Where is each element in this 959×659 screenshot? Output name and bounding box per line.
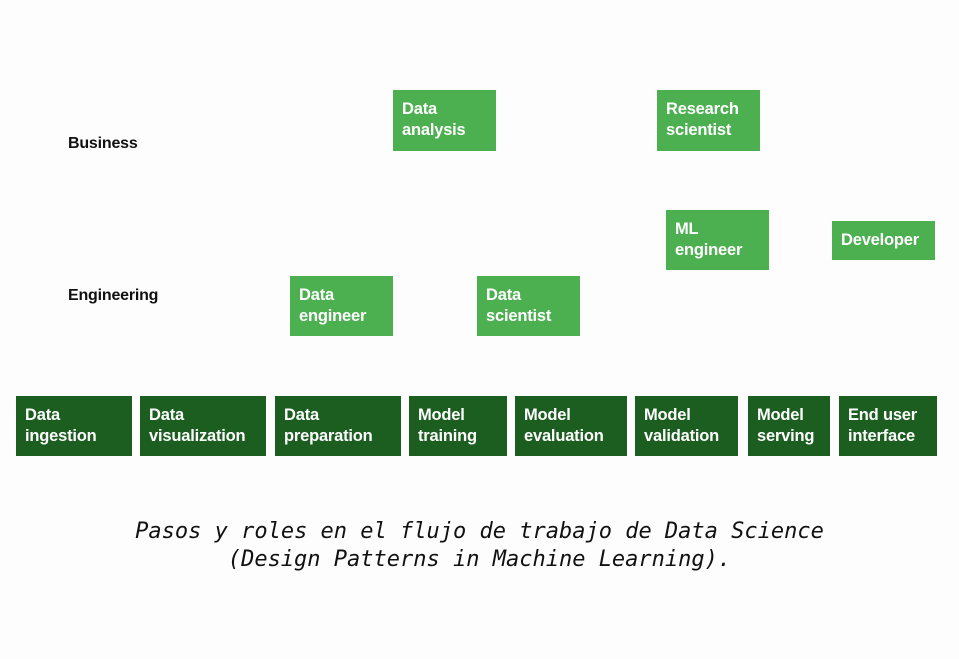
step-data-visualization: Data visualization [140,396,266,456]
caption-line-1: Pasos y roles en el flujo de trabajo de … [135,519,824,544]
step-data-ingestion: Data ingestion [16,396,132,456]
role-ml-engineer: ML engineer [666,210,769,270]
step-model-serving: Model serving [748,396,830,456]
role-research-scientist: Research scientist [657,90,760,151]
role-data-scientist: Data scientist [477,276,580,336]
step-end-user-interface: End user interface [839,396,937,456]
step-model-training: Model training [409,396,507,456]
role-data-engineer: Data engineer [290,276,393,336]
step-data-preparation: Data preparation [275,396,401,456]
figure-caption: Pasos y roles en el flujo de trabajo de … [0,518,959,574]
caption-line-2: (Design Patterns in Machine Learning). [227,547,732,572]
role-data-analysis: Data analysis [393,90,496,151]
row-label-business: Business [68,135,138,152]
step-model-validation: Model validation [635,396,738,456]
step-model-evaluation: Model evaluation [515,396,627,456]
row-label-engineering: Engineering [68,287,159,304]
role-developer: Developer [832,221,935,260]
